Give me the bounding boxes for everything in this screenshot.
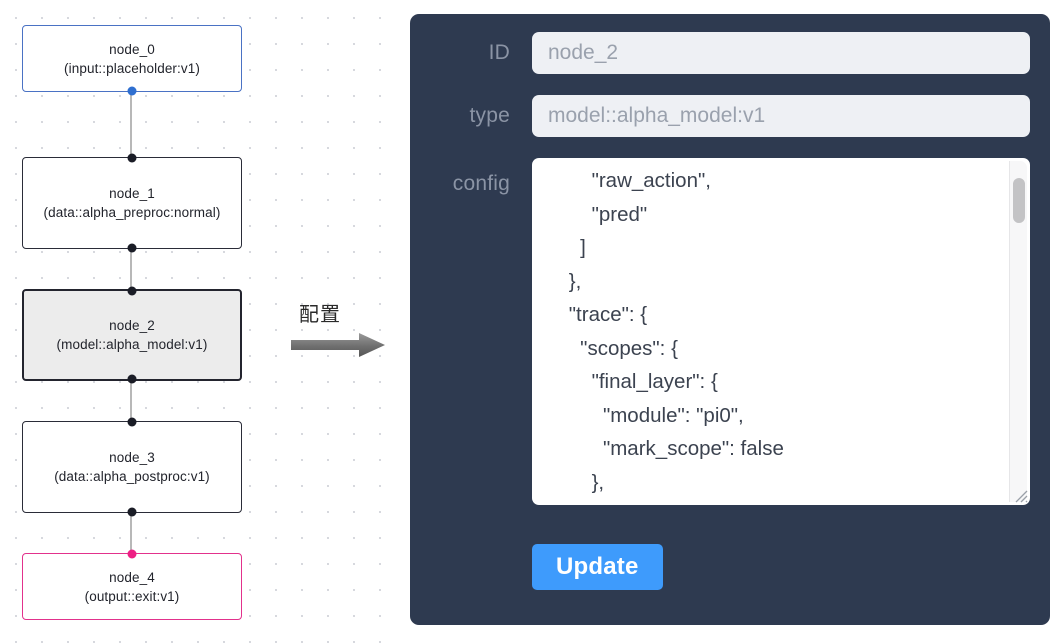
right-arrow-icon: [289, 331, 389, 364]
flow-node-title: node_1: [109, 186, 155, 201]
node-handle-target[interactable]: [127, 417, 137, 427]
flow-node-title: node_2: [109, 318, 155, 333]
flow-node-subtitle: (output::exit:v1): [84, 588, 180, 604]
node-handle-source[interactable]: [127, 86, 137, 96]
config-scrollbar[interactable]: [1009, 161, 1027, 502]
field-row-id: ID: [410, 32, 1030, 74]
config-scrollbar-thumb[interactable]: [1013, 178, 1025, 223]
flow-edge-node_2-to-node_3[interactable]: [130, 381, 132, 421]
node-inspector-panel: ID type config "raw_action", "pred" ] },…: [410, 14, 1050, 625]
resize-handle-icon[interactable]: [1010, 485, 1028, 503]
flow-node-title: node_0: [109, 41, 155, 57]
flow-edge-node_3-to-node_4[interactable]: [130, 513, 132, 553]
type-input[interactable]: [532, 95, 1030, 137]
flow-node-node_2[interactable]: node_2(model::alpha_model:v1): [22, 286, 242, 384]
flow-node-node_4[interactable]: node_4(output::exit:v1): [22, 549, 242, 620]
config-textarea[interactable]: "raw_action", "pred" ] }, "trace": { "sc…: [532, 158, 1030, 505]
flow-edge-node_1-to-node_2[interactable]: [130, 249, 132, 289]
transition-annotation: 配置: [289, 298, 395, 360]
flow-node-subtitle: (model::alpha_model:v1): [56, 337, 208, 352]
id-input[interactable]: [532, 32, 1030, 74]
type-field-label: type: [469, 104, 510, 127]
config-field-label: config: [452, 172, 510, 195]
config-editor: "raw_action", "pred" ] }, "trace": { "sc…: [532, 158, 1030, 505]
node-handle-source[interactable]: [127, 243, 137, 253]
node-handle-target[interactable]: [127, 549, 137, 559]
flow-node-subtitle: (input::placeholder:v1): [64, 60, 200, 76]
transition-label: 配置: [299, 302, 341, 326]
flow-node-subtitle: (data::alpha_preproc:normal): [43, 205, 221, 220]
flow-node-node_1[interactable]: node_1(data::alpha_preproc:normal): [22, 153, 242, 253]
flow-node-title: node_4: [109, 569, 155, 585]
flow-node-title: node_3: [109, 450, 155, 465]
update-button[interactable]: Update: [532, 544, 663, 590]
flow-canvas[interactable]: node_0(input::placeholder:v1)node_1(data…: [0, 0, 400, 643]
field-row-config: config "raw_action", "pred" ] }, "trace"…: [410, 158, 1030, 505]
flow-edge-node_0-to-node_1[interactable]: [130, 92, 132, 157]
id-field-label: ID: [488, 41, 510, 64]
node-handle-target[interactable]: [127, 153, 137, 163]
node-handle-target[interactable]: [127, 286, 137, 296]
flow-node-subtitle: (data::alpha_postproc:v1): [54, 469, 210, 484]
field-row-type: type: [410, 95, 1030, 137]
flow-node-node_0[interactable]: node_0(input::placeholder:v1): [22, 25, 242, 96]
flow-node-node_3[interactable]: node_3(data::alpha_postproc:v1): [22, 417, 242, 517]
node-handle-source[interactable]: [127, 507, 137, 517]
node-handle-source[interactable]: [127, 374, 137, 384]
